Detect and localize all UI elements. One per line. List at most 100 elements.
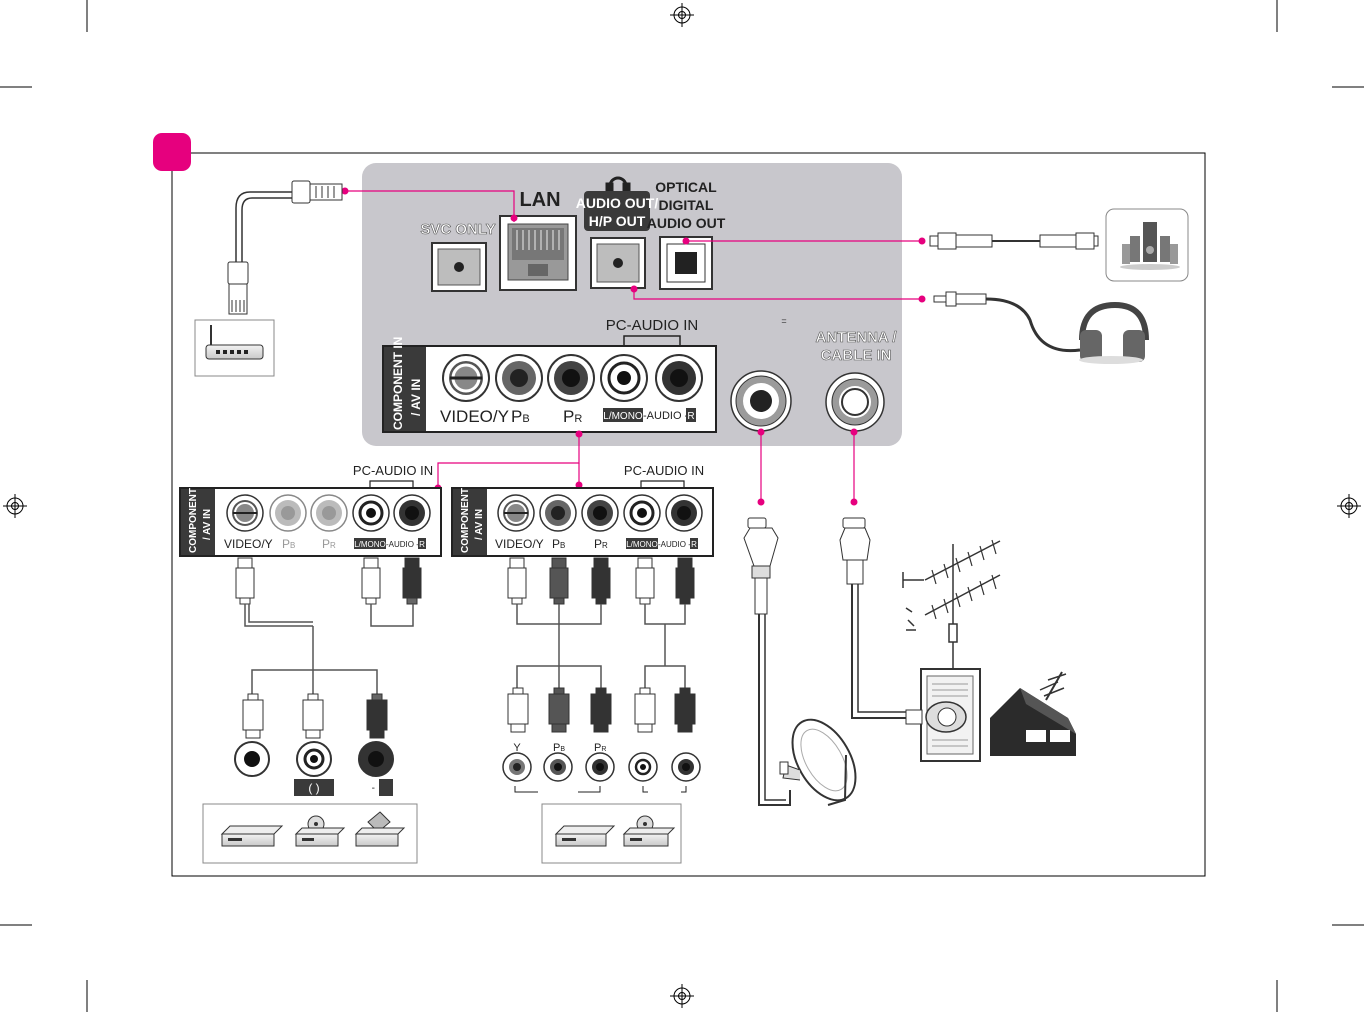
antenna-cable (839, 517, 910, 719)
av-cable-plugs-top (235, 557, 422, 605)
av-pr-label: PR (322, 537, 336, 551)
lan-plug-bottom (227, 261, 249, 315)
av-component-label-2: / AV IN (202, 509, 213, 540)
optical-cable (929, 232, 1099, 250)
comp-pb-jack (539, 494, 577, 532)
panel-video-y-label: VIDEO/Y (440, 407, 509, 426)
panel-pb-label: PB (511, 407, 530, 426)
optical-label-1: OPTICAL (655, 179, 717, 195)
audio-out-label: AUDIO OUT/ (576, 195, 659, 211)
router-icon (194, 319, 275, 377)
antenna-label-1: ANTENNA / (815, 329, 897, 346)
av-pb-jack (269, 494, 307, 532)
av-lmono-box (354, 538, 386, 549)
av-pr-jack (310, 494, 348, 532)
av-device-jacks (234, 741, 394, 777)
av-r-label: R (419, 540, 425, 549)
section-marker (153, 133, 191, 171)
panel-r-label: R (687, 411, 694, 422)
av-audio-r-jack (393, 494, 431, 532)
optical-label-3: AUDIO OUT (647, 215, 726, 231)
av-pc-audio-in-label: PC-AUDIO IN (353, 463, 433, 478)
comp-lmono-label: L/MONO (626, 540, 658, 549)
panel-r-box (686, 408, 696, 422)
vcr-icon (220, 825, 284, 847)
comp-r-label: R (691, 540, 697, 549)
lan-cable (235, 191, 295, 262)
comp-video-jack (497, 494, 535, 532)
registration-mark-left (3, 494, 27, 518)
comp-audio-l-jack (623, 494, 661, 532)
satellite-in-jack (730, 370, 792, 432)
svc-only-label: SVC ONLY (420, 221, 495, 238)
comp-lmono-box (626, 538, 658, 549)
usb-device-icon (354, 811, 406, 847)
antenna-label-2: CABLE IN (821, 347, 892, 364)
diagram-frame (171, 152, 1206, 877)
speaker-system-icon (1105, 208, 1189, 282)
comp-device-pb-label: PB (553, 742, 565, 754)
av-r-device-label: - (372, 783, 375, 794)
panel-component-side (384, 347, 426, 431)
headphones-icon (1079, 301, 1149, 364)
av-component-side (181, 489, 215, 555)
panel-pc-audio-in-label: PC-AUDIO IN (606, 317, 699, 334)
panel-lmono-box (603, 408, 643, 422)
av-r-device-box (379, 779, 393, 796)
comp-video-y-label: VIDEO/Y (495, 537, 544, 551)
panel-pb-jack (495, 354, 543, 402)
registration-mark-bottom (670, 984, 694, 1008)
audio-out-port (590, 237, 646, 289)
av-cable-wires (244, 604, 414, 696)
satellite-dish-icon (779, 718, 857, 806)
panel-component-label-2: / AV IN (409, 379, 423, 416)
comp-pc-audio-in-label: PC-AUDIO IN (624, 463, 704, 478)
av-component-label-1: COMPONENT IN (188, 475, 199, 553)
panel-audio-l-jack (600, 354, 648, 402)
comp-cable-plugs-top (507, 557, 695, 605)
comp-pr-label: PR (594, 537, 608, 551)
svc-port (431, 242, 487, 292)
panel-lmono-label: L/MONO (603, 411, 643, 422)
av-pb-label: PB (282, 537, 295, 551)
pink-leader-lines (345, 190, 922, 502)
audio-out-label-box (584, 191, 650, 231)
av-mono-paren: ( ) (308, 781, 319, 795)
panel-video-jack (442, 354, 490, 402)
comp-pc-audio-bracket (640, 480, 685, 489)
lan-port (499, 215, 577, 291)
comp-cable-plugs-bottom (507, 687, 696, 733)
antenna-in-jack (825, 372, 885, 432)
panel-pr-jack (547, 354, 595, 402)
comp-cable-wires (516, 604, 686, 690)
comp-r-box (690, 538, 698, 549)
av-pc-audio-bracket (369, 480, 414, 489)
optical-port (659, 236, 713, 290)
comp-component-side (453, 489, 487, 555)
comp-audio-r-jack (665, 494, 703, 532)
comp-pb-label: PB (552, 537, 565, 551)
panel-pr-label: PR (563, 407, 582, 426)
comp-device-jacks (502, 752, 701, 782)
registration-mark-top (670, 3, 694, 27)
comp-device-y-label: Y (513, 742, 521, 754)
av-video-y-label: VIDEO/Y (224, 537, 273, 551)
panel-component-label-1: COMPONENT IN (391, 337, 405, 430)
hp-out-label: H/P OUT (589, 213, 646, 229)
lan-plug-top (291, 180, 343, 204)
dvd-player-icon (294, 815, 346, 847)
house-icon (990, 671, 1076, 756)
panel-audio-r-jack (655, 354, 703, 402)
av-mono-box (294, 779, 334, 796)
av-lmono-label: L/MONO (354, 540, 386, 549)
av-r-box (418, 538, 426, 549)
comp-dvd-icon (622, 815, 676, 847)
comp-component-label-2: / AV IN (474, 509, 485, 540)
comp-audio-word: -AUDIO - (658, 540, 691, 549)
antenna-mast-icon (902, 539, 1001, 669)
comp-vcr-icon (554, 825, 616, 847)
panel-pc-audio-bracket (623, 335, 681, 345)
